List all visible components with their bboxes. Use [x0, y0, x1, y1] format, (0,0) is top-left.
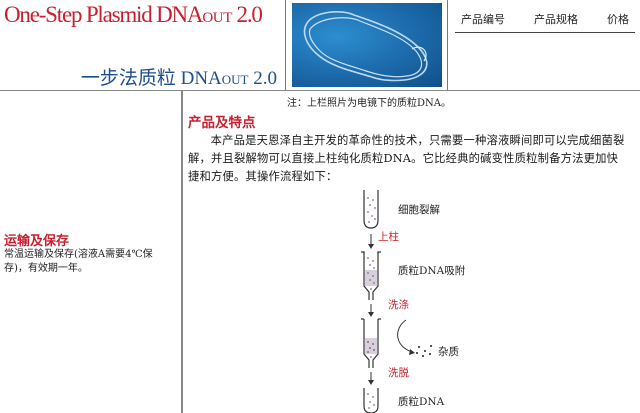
step-label-load: 上柱 — [378, 231, 399, 243]
eluted-dna-tube-icon — [363, 388, 379, 413]
stage-label-plasmid-dna: 质粒DNA — [398, 396, 445, 408]
spin-column-wash-icon — [361, 318, 381, 368]
plasmid-dna-photo — [292, 3, 442, 87]
impurity-particles-icon — [416, 345, 432, 357]
workflow-graphic — [361, 190, 432, 413]
title-english: One-Step Plasmid DNAOUT 2.0 — [4, 2, 263, 28]
title-chinese-main: 一步法质粒 DNA — [80, 68, 222, 89]
column-price: 价格 — [607, 13, 629, 26]
step-label-elute: 洗脱 — [388, 367, 409, 379]
curved-arrow-icon — [397, 319, 415, 355]
arrow-down-icon — [368, 372, 374, 385]
column-product-spec: 产品规格 — [534, 13, 578, 26]
title-chinese: 一步法质粒 DNAOUT 2.0 — [81, 63, 277, 90]
spin-column-binding-icon — [361, 251, 381, 300]
column-product-number: 产品编号 — [461, 13, 505, 26]
arrow-down-icon — [368, 304, 374, 317]
plasmid-loop-icon — [303, 11, 428, 82]
header-divider-2 — [447, 0, 448, 91]
spec-table-header: 产品编号 产品规格 价格 — [455, 11, 635, 33]
features-paragraph: 本产品是天恩泽自主开发的革命性的技术，只需要一种溶液瞬间即可以完成细菌裂解，并且… — [188, 134, 625, 183]
stage-label-binding: 质粒DNA吸附 — [398, 265, 466, 277]
storage-heading: 运输及保存 — [4, 234, 70, 249]
title-english-subscript: OUT — [202, 10, 232, 26]
left-column-divider — [181, 91, 183, 413]
title-english-version: 2.0 — [231, 2, 263, 27]
title-chinese-version: 2.0 — [248, 68, 277, 89]
stage-label-impurities: 杂质 — [438, 346, 459, 358]
stage-label-lysis: 细胞裂解 — [398, 204, 440, 216]
title-chinese-subscript: OUT — [221, 72, 249, 87]
storage-paragraph: 常温运输及保存(溶液A需要4℃保存)，有效期一年。 — [4, 249, 153, 274]
arrow-down-icon — [368, 234, 374, 249]
header-divider-1 — [285, 0, 286, 91]
features-heading: 产品及特点 — [188, 115, 256, 131]
step-label-wash: 洗涤 — [388, 299, 409, 311]
header-bottom-rule — [0, 90, 640, 91]
lysis-tube-icon — [363, 190, 379, 229]
workflow-diagram: 细胞裂解 上柱 质粒DNA吸附 洗涤 杂质 洗脱 质粒DNA — [360, 188, 520, 413]
photo-caption: 注：上栏照片为电镜下的质粒DNA。 — [287, 98, 451, 109]
title-english-main: One-Step Plasmid DNA — [4, 2, 204, 27]
